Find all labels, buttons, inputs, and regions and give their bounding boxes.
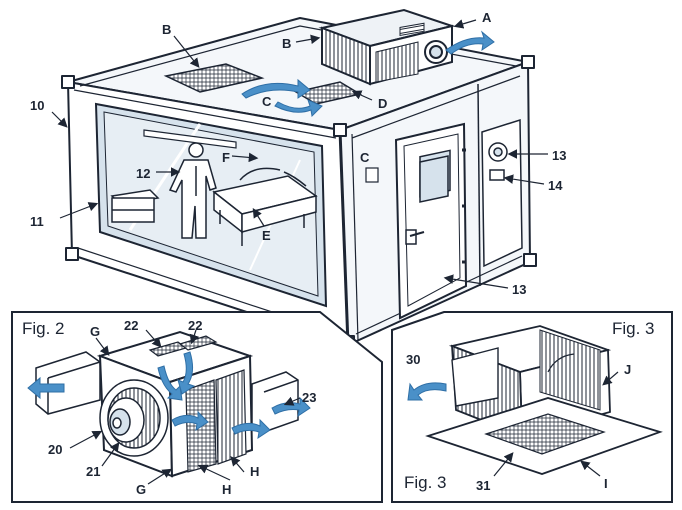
fig2-inlet-arrow-icon xyxy=(271,396,311,418)
exhaust-arrow-icon xyxy=(445,30,495,55)
ceiling-rail xyxy=(143,129,237,149)
label-e: E xyxy=(262,228,271,243)
fig3-label-30: 30 xyxy=(406,352,420,367)
fig2-label-23: 23 xyxy=(302,390,316,405)
nightstand xyxy=(110,189,160,223)
fig2-label-22-left: 22 xyxy=(124,318,138,333)
fig2-leader-lines xyxy=(69,329,301,485)
fig2-label-h-right: H xyxy=(250,464,259,479)
supply-arrow-icon xyxy=(274,99,323,118)
fig3-panel: Fig. 3 Fig. 3 30 J 31 I xyxy=(391,311,673,503)
fig2-through-arrow-icon xyxy=(231,418,271,440)
leader-lines xyxy=(51,19,548,289)
fig2-label-g-top: G xyxy=(90,324,100,339)
fig2-inlet-duct xyxy=(35,351,101,415)
hospital-bed xyxy=(212,167,318,246)
fig3-label-i: I xyxy=(604,476,608,491)
fig2-title: Fig. 2 xyxy=(22,319,65,338)
corner-casting xyxy=(61,75,75,89)
fig2-label-22-right: 22 xyxy=(188,318,202,333)
label-b-unit: B xyxy=(282,36,291,51)
fig2-exhaust-arrow-icon xyxy=(27,376,65,400)
roof-vent-b xyxy=(163,63,265,93)
corner-casting xyxy=(523,253,537,267)
fig3-label-31: 31 xyxy=(476,478,490,493)
label-12: 12 xyxy=(136,166,150,181)
fig2-airflow-arrows xyxy=(27,351,311,440)
label-10: 10 xyxy=(30,98,44,113)
corner-casting xyxy=(65,247,79,261)
label-11: 11 xyxy=(30,214,44,229)
label-c-wall: C xyxy=(360,150,370,165)
label-d: D xyxy=(378,96,387,111)
label-f: F xyxy=(222,150,230,165)
fig2-down-arrow-icon xyxy=(157,365,183,401)
person-figure xyxy=(168,142,217,239)
control-panel xyxy=(481,118,523,268)
fig2-label-g-bottom: G xyxy=(136,482,146,497)
wall-vent xyxy=(365,167,379,183)
corner-casting xyxy=(333,123,347,137)
airflow-arrows xyxy=(241,30,495,118)
return-arrow-icon xyxy=(241,78,311,99)
label-13-panel: 13 xyxy=(552,148,566,163)
fig2-label-21: 21 xyxy=(86,464,100,479)
fig2-label-20: 20 xyxy=(48,442,62,457)
side-door xyxy=(394,122,468,320)
fig2-fan xyxy=(99,379,169,457)
label-13-door: 13 xyxy=(512,282,526,297)
label-14: 14 xyxy=(548,178,563,193)
fig3-title-bottom: Fig. 3 xyxy=(404,473,447,492)
roof-air-handler xyxy=(318,8,456,86)
fig3-label-j: J xyxy=(624,362,631,377)
label-a: A xyxy=(482,10,492,25)
fig2-down-arrow-icon xyxy=(177,351,196,395)
fig3-leader-lines xyxy=(493,371,619,477)
fig3-title-top: Fig. 3 xyxy=(612,319,655,338)
fig2-label-h-bottom: H xyxy=(222,482,231,497)
fig3-airflow-arrow-icon xyxy=(407,382,447,401)
fig2-through-arrow-icon xyxy=(171,410,209,432)
label-b-roof: B xyxy=(162,22,171,37)
fig2-panel: Fig. 2 xyxy=(11,311,383,503)
label-c-roof: C xyxy=(262,94,272,109)
corner-casting xyxy=(521,55,535,69)
